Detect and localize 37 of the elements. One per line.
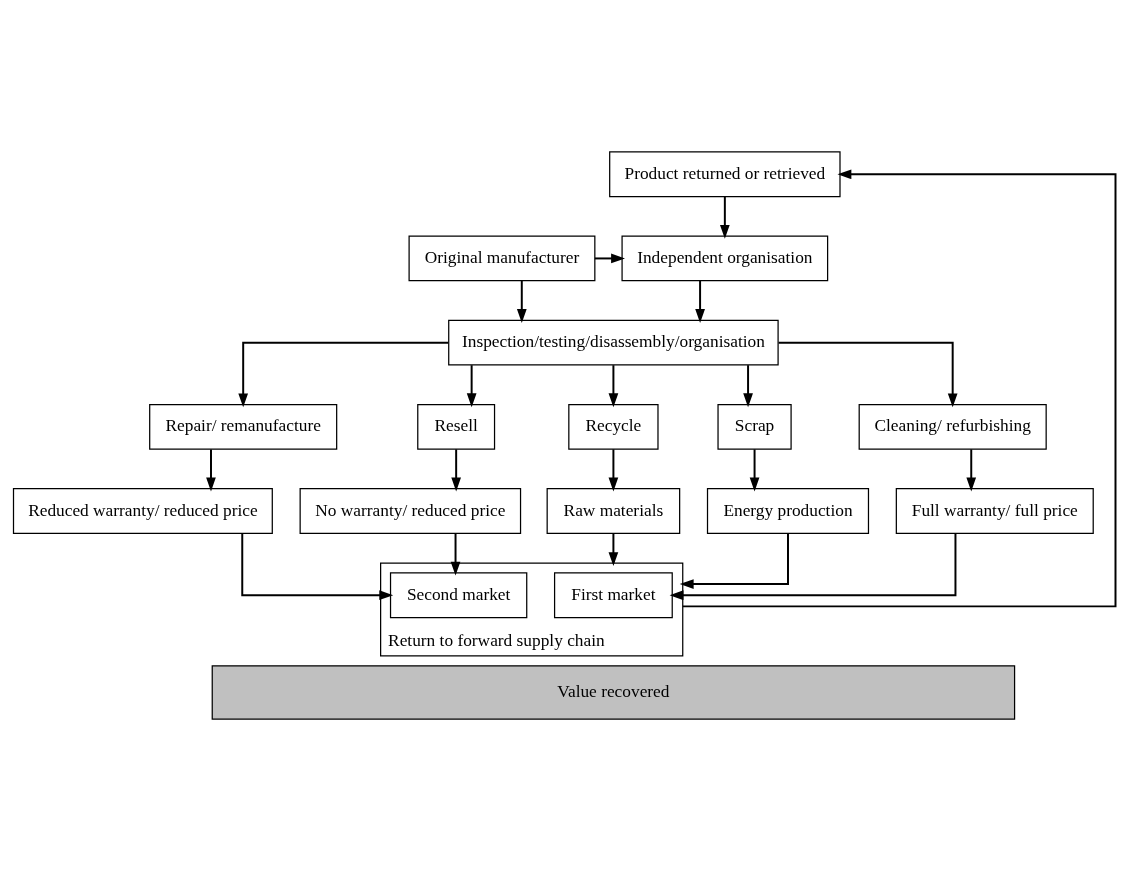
arrow: [608, 532, 619, 566]
arrow: [451, 447, 461, 491]
node-box: Full warranty/ full price: [895, 487, 1094, 534]
node-box: First market: [553, 571, 673, 618]
node-box: Energy production: [706, 487, 870, 534]
node-box: Reduced warranty/ reduced price: [12, 487, 273, 534]
node-box: Second market: [389, 571, 528, 618]
arrow: [679, 531, 789, 589]
node-box: Inspection/testing/disassembly/organisation: [448, 319, 779, 366]
node-box: No warranty/ reduced price: [299, 487, 522, 534]
arrow: [206, 447, 216, 491]
node-box: Recycle: [568, 403, 659, 450]
arrow: [681, 168, 1117, 607]
node-box: Value recovered: [211, 664, 1016, 720]
node-box: Cleaning/ refurbishing: [858, 403, 1047, 450]
arrow: [466, 363, 477, 407]
arrow: [669, 532, 957, 600]
arrow: [608, 363, 619, 407]
arrow: [450, 532, 461, 576]
arrow: [749, 447, 760, 491]
arrow: [241, 532, 394, 600]
arrow: [743, 363, 753, 407]
node-box: Raw materials: [546, 487, 681, 534]
node-box: Scrap: [717, 403, 792, 450]
node-box: Original manufacturer: [408, 235, 596, 281]
node-box: Repair/ remanufacture: [149, 403, 338, 450]
arrow: [593, 253, 625, 263]
arrow: [608, 447, 619, 491]
arrow: [966, 447, 977, 491]
node-box: Product returned or retrieved: [609, 150, 841, 197]
arrow: [516, 279, 527, 323]
arrow: [777, 341, 958, 407]
node-box: Independent organisation: [621, 235, 829, 281]
arrow: [695, 279, 705, 323]
arrow: [720, 195, 730, 239]
arrow: [238, 341, 450, 407]
node-box: Resell: [417, 403, 496, 450]
